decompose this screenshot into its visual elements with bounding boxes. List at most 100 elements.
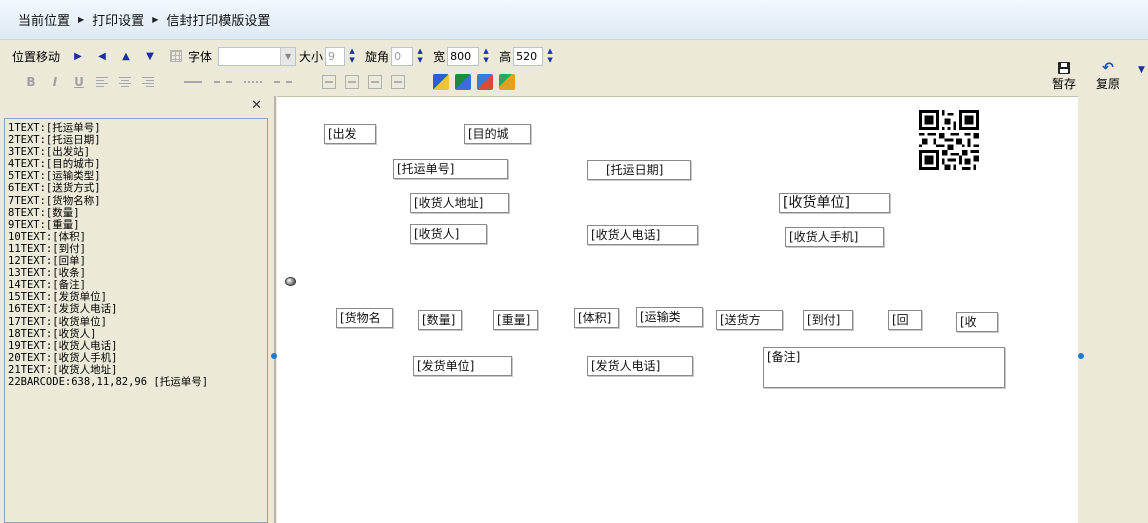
line-dotted-icon[interactable] bbox=[244, 81, 262, 83]
canvas-field-receipt[interactable]: [收 bbox=[956, 312, 998, 332]
add-barcode-icon[interactable] bbox=[499, 74, 515, 90]
toolbar-row-1: 位置移动 ▶ ◀ ▲ ▼ 字体 ▼ 大小 9 ▲▼ 旋角 0 ▲▼ 宽 800 … bbox=[12, 46, 563, 66]
canvas-field-return-slip[interactable]: [回 bbox=[888, 310, 922, 330]
canvas-field-shipper-unit[interactable]: [发货单位] bbox=[413, 356, 512, 376]
save-button[interactable]: 暂存 bbox=[1044, 60, 1084, 92]
rotation-stepper-icon[interactable]: ▲▼ bbox=[417, 47, 423, 64]
list-item[interactable]: 14TEXT:[备注] bbox=[8, 279, 86, 292]
width-stepper-icon[interactable]: ▲▼ bbox=[483, 47, 489, 64]
rotation-input[interactable]: 0 bbox=[391, 46, 414, 66]
canvas-field-quantity[interactable]: [数量] bbox=[418, 310, 462, 330]
canvas-field-consignee-mobile[interactable]: [收货人手机] bbox=[785, 227, 884, 247]
line-dashdot-icon[interactable] bbox=[274, 81, 292, 83]
move-up-icon[interactable]: ▲ bbox=[122, 50, 130, 62]
list-item[interactable]: 4TEXT:[目的城市] bbox=[8, 158, 101, 171]
canvas-field-remarks[interactable]: [备注] bbox=[763, 347, 1005, 388]
position-move-label: 位置移动 bbox=[12, 49, 61, 64]
list-item[interactable]: 1TEXT:[托运单号] bbox=[8, 122, 101, 134]
move-right-icon[interactable]: ▶ bbox=[74, 50, 82, 62]
width-label: 宽 bbox=[433, 49, 446, 64]
breadcrumb-item-print-settings[interactable]: 打印设置 bbox=[92, 14, 145, 29]
align-center-icon[interactable] bbox=[119, 76, 131, 88]
list-item[interactable]: 11TEXT:[到付] bbox=[8, 242, 86, 255]
anchor-pin-icon[interactable] bbox=[285, 277, 296, 286]
breadcrumb: 当前位置 ▶ 打印设置 ▶ 信封打印模版设置 bbox=[0, 0, 1148, 40]
canvas-field-consignee-phone[interactable]: [收货人电话] bbox=[587, 225, 698, 245]
bold-icon[interactable]: B bbox=[26, 75, 36, 89]
field-list[interactable]: 1TEXT:[托运单号] 2TEXT:[托运日期] 3TEXT:[出发站] 4T… bbox=[4, 118, 268, 523]
canvas-field-departure[interactable]: [出发 bbox=[324, 124, 376, 144]
same-height-icon[interactable] bbox=[391, 75, 405, 89]
breadcrumb-item-current: 当前位置 bbox=[18, 14, 71, 29]
list-item[interactable]: 9TEXT:[重量] bbox=[8, 218, 80, 231]
canvas-field-consignee[interactable]: [收货人] bbox=[410, 224, 487, 244]
underline-icon[interactable]: U bbox=[74, 75, 84, 89]
canvas-field-waybill-no[interactable]: [托运单号] bbox=[393, 159, 508, 179]
same-width-icon[interactable] bbox=[368, 75, 382, 89]
size-stepper-icon[interactable]: ▲▼ bbox=[349, 47, 355, 64]
line-dashed-icon[interactable] bbox=[214, 81, 232, 83]
canvas-field-collect-on-delivery[interactable]: [到付] bbox=[803, 310, 853, 330]
list-item[interactable]: 18TEXT:[收货人] bbox=[8, 327, 97, 340]
font-label: 字体 bbox=[188, 49, 213, 64]
restore-button-label: 复原 bbox=[1095, 77, 1120, 91]
line-solid-icon[interactable] bbox=[184, 81, 202, 83]
size-input[interactable]: 9 bbox=[325, 46, 346, 66]
move-down-icon[interactable]: ▼ bbox=[146, 50, 154, 62]
list-item[interactable]: 20TEXT:[收货人手机] bbox=[8, 351, 118, 364]
height-label: 高 bbox=[499, 49, 512, 64]
align-left-icon[interactable] bbox=[96, 76, 108, 88]
canvas-field-transport-type[interactable]: [运输类 bbox=[636, 307, 703, 327]
qr-barcode-icon[interactable] bbox=[919, 110, 979, 170]
list-item[interactable]: 12TEXT:[回单] bbox=[8, 255, 86, 268]
align-right-icon[interactable] bbox=[142, 76, 154, 88]
close-icon[interactable]: ✕ bbox=[251, 98, 262, 113]
add-text-icon[interactable] bbox=[433, 74, 449, 90]
field-list-panel: ✕ 1TEXT:[托运单号] 2TEXT:[托运日期] 3TEXT:[出发站] … bbox=[0, 96, 270, 523]
canvas-field-delivery-method[interactable]: [送货方 bbox=[716, 310, 783, 330]
height-input[interactable]: 520 bbox=[513, 46, 544, 66]
canvas-field-volume[interactable]: [体积] bbox=[574, 308, 619, 328]
resize-handle-left[interactable] bbox=[271, 353, 277, 359]
list-item[interactable]: 7TEXT:[货物名称] bbox=[8, 194, 101, 207]
canvas-field-consignee-address[interactable]: [收货人地址] bbox=[410, 193, 509, 213]
toolbar-overflow-icon[interactable]: ▼ bbox=[1138, 65, 1145, 75]
list-item[interactable]: 2TEXT:[托运日期] bbox=[8, 134, 101, 147]
list-item[interactable]: 15TEXT:[发货单位] bbox=[8, 291, 107, 304]
list-item[interactable]: 10TEXT:[体积] bbox=[8, 230, 86, 243]
canvas-field-destination[interactable]: [目的城 bbox=[464, 124, 531, 144]
list-item[interactable]: 22BARCODE:638,11,82,96 [托运单号] bbox=[8, 375, 209, 388]
font-select[interactable]: ▼ bbox=[218, 46, 297, 66]
list-item[interactable]: 16TEXT:[发货人电话] bbox=[8, 303, 118, 316]
list-item[interactable]: 3TEXT:[出发站] bbox=[8, 146, 91, 159]
canvas-field-goods-name[interactable]: [货物名 bbox=[336, 308, 393, 328]
list-item[interactable]: 13TEXT:[收条] bbox=[8, 267, 86, 280]
size-label: 大小 bbox=[299, 49, 324, 64]
add-rect-icon[interactable] bbox=[477, 74, 493, 90]
restore-button[interactable]: ↶ 复原 bbox=[1088, 60, 1128, 92]
move-left-icon[interactable]: ◀ bbox=[98, 50, 106, 62]
toolbar: 位置移动 ▶ ◀ ▲ ▼ 字体 ▼ 大小 9 ▲▼ 旋角 0 ▲▼ 宽 800 … bbox=[0, 40, 1148, 96]
width-input[interactable]: 800 bbox=[447, 46, 480, 66]
align-vertical-icon[interactable] bbox=[345, 75, 359, 89]
breadcrumb-item-envelope-template[interactable]: 信封打印模版设置 bbox=[166, 14, 271, 29]
canvas-field-weight[interactable]: [重量] bbox=[493, 310, 538, 330]
right-gutter bbox=[1078, 96, 1148, 523]
panel-divider[interactable] bbox=[274, 96, 276, 523]
list-item[interactable]: 21TEXT:[收货人地址] bbox=[8, 363, 118, 376]
list-item[interactable]: 17TEXT:[收货单位] bbox=[8, 315, 107, 328]
canvas-field-consignee-unit[interactable]: [收货单位] bbox=[779, 193, 890, 213]
add-line-icon[interactable] bbox=[455, 74, 471, 90]
resize-handle-right[interactable] bbox=[1078, 353, 1084, 359]
list-item[interactable]: 5TEXT:[运输类型] bbox=[8, 170, 101, 183]
canvas-field-waybill-date[interactable]: [托运日期] bbox=[587, 160, 691, 180]
list-item[interactable]: 19TEXT:[收货人电话] bbox=[8, 339, 118, 352]
height-stepper-icon[interactable]: ▲▼ bbox=[547, 47, 553, 64]
italic-icon[interactable]: I bbox=[52, 75, 58, 89]
grid-icon[interactable] bbox=[170, 50, 183, 62]
canvas-field-shipper-phone[interactable]: [发货人电话] bbox=[587, 356, 693, 376]
list-item[interactable]: 6TEXT:[送货方式] bbox=[8, 182, 101, 195]
list-item[interactable]: 8TEXT:[数量] bbox=[8, 206, 80, 219]
align-top-icon[interactable] bbox=[322, 75, 336, 89]
chevron-down-icon[interactable]: ▼ bbox=[280, 47, 296, 65]
